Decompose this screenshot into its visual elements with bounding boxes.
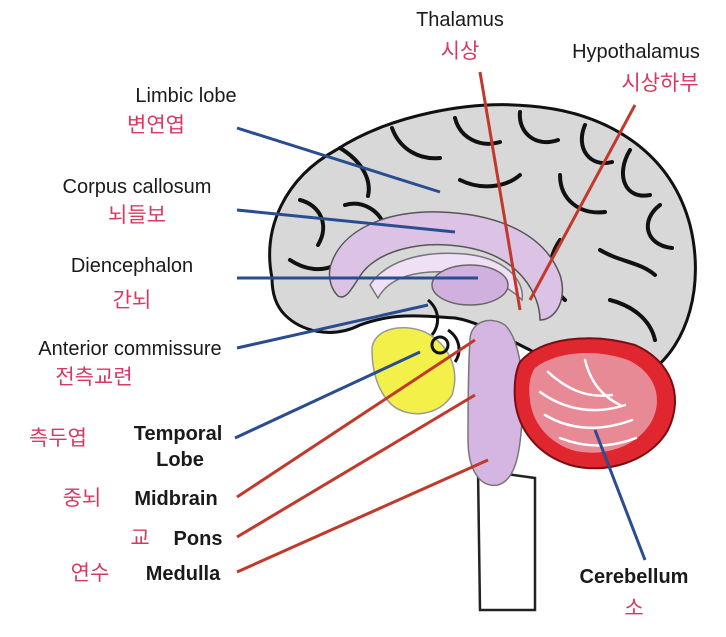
midbrain-ko-label: 중뇌 [63,486,102,510]
thalamus-label: Thalamus [416,9,504,31]
corpus-callosum-region [369,252,523,302]
diencephalon-ko-label: 간뇌 [113,288,152,312]
anterior-commissure-ko-label: 전측교련 [55,365,132,389]
limbic-lobe-ko-label: 변연엽 [127,113,185,137]
hypothalamus-ko-label: 시상하부 [621,71,698,95]
pons-ko-label: 교 [130,526,149,550]
brainstem-region [467,319,524,486]
limbic-lobe-label: Limbic lobe [135,85,236,107]
corpus-callosum-label: Corpus callosum [63,176,212,198]
medulla-ko-label: 연수 [71,561,110,585]
limbic-lobe-region [328,211,564,321]
cerebellum-label: Cerebellum [580,566,689,588]
hypothalamus-label: Hypothalamus [572,41,700,63]
diencephalon-label: Diencephalon [71,255,193,277]
cerebellum-ko-label: 소 [624,596,643,620]
midbrain-label: Midbrain [134,488,217,510]
diencephalon-region [431,264,509,306]
thalamus-ko-label: 시상 [441,39,480,63]
cerebellum-region [513,337,677,470]
spinal-cord [476,468,537,612]
corpus-callosum-ko-label: 뇌들보 [108,203,166,227]
medulla-label: Medulla [146,563,221,585]
anterior-commissure-label: Anterior commissure [38,338,221,360]
temporal-lobe-ko-label: 측두엽 [29,426,87,450]
temporal-lobe-label-line1: Temporal [134,423,223,445]
red-leader-lines [236,71,637,574]
pons-label: Pons [174,528,223,550]
temporal-lobe-label-line2: Lobe [156,449,204,471]
blue-leader-lines [234,126,647,561]
anterior-commissure-region [426,298,461,363]
